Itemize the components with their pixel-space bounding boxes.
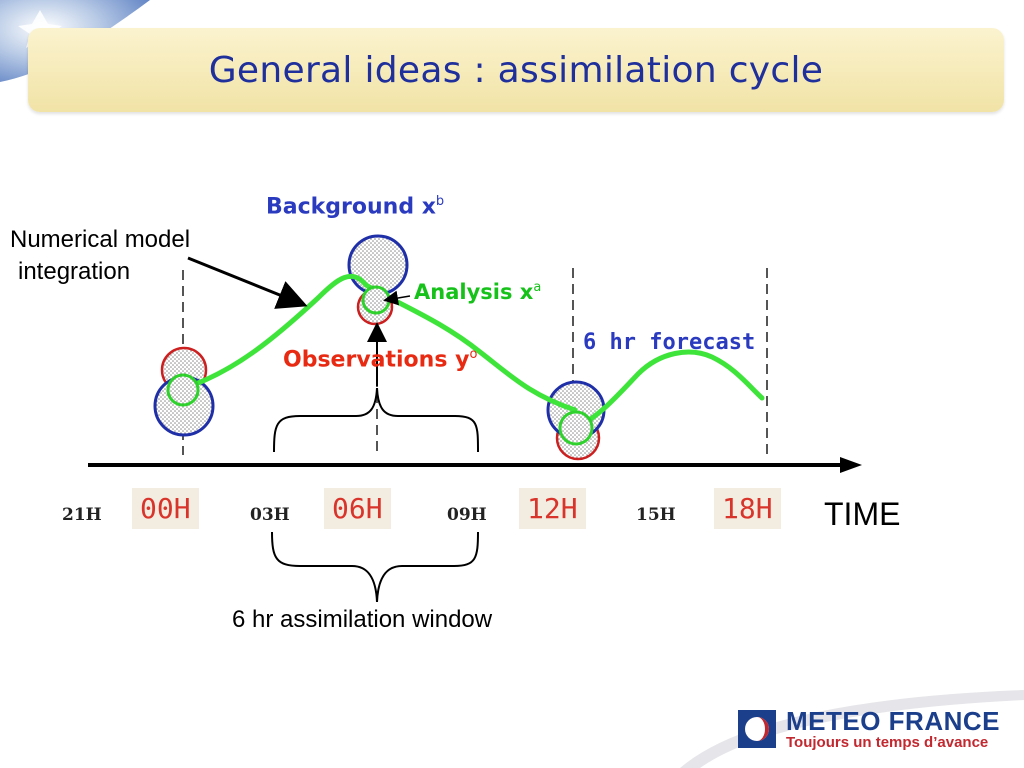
analysis-label-sup: a — [533, 280, 542, 295]
background-circle-06h — [347, 234, 409, 296]
observations-label-sup: o — [469, 347, 478, 362]
lower-brace — [271, 531, 479, 603]
numerical-model-line2: integration — [18, 258, 131, 285]
meteo-france-logo-icon — [738, 710, 776, 748]
observations-label-text: Observations y — [283, 347, 470, 373]
time-axis-arrowhead — [840, 457, 862, 473]
logo-name: METEO FRANCE — [786, 706, 1000, 736]
tick-21h: 21H — [62, 505, 102, 525]
tick-18h: 18H — [714, 488, 781, 529]
meteo-france-logo: METEO FRANCE Toujours un temps d’avance — [738, 706, 1000, 754]
tick-15h: 15H — [636, 505, 676, 525]
numerical-model-arrow — [187, 256, 308, 309]
analysis-circle-00h — [166, 373, 200, 407]
time-axis-label: TIME — [824, 496, 901, 532]
analysis-arrow — [383, 290, 411, 306]
observations-label: Observations yo — [283, 347, 477, 372]
tick-00h: 00H — [132, 488, 199, 529]
background-label-text: Background x — [266, 194, 436, 220]
slide-title: General ideas : assimilation cycle — [208, 49, 824, 91]
tick-12h: 12H — [519, 488, 586, 529]
numerical-model-label: Numerical model integration — [10, 224, 190, 288]
analysis-circle-12h — [558, 410, 594, 446]
background-label-sup: b — [435, 194, 445, 209]
analysis-label: Analysis xa — [414, 280, 541, 304]
tick-06h: 06H — [324, 488, 391, 529]
tick-03h: 03H — [250, 505, 290, 525]
tick-09h: 09H — [447, 505, 487, 525]
analysis-circle-06h — [361, 285, 391, 315]
numerical-model-line1: Numerical model — [10, 226, 191, 253]
analysis-label-text: Analysis x — [414, 280, 534, 304]
upper-brace — [273, 387, 479, 453]
title-bar — [28, 28, 1004, 112]
background-label: Background xb — [266, 194, 444, 219]
assimilation-window-label: 6 hr assimilation window — [232, 606, 493, 633]
forecast-label: 6 hr forecast — [583, 330, 756, 355]
logo-tagline: Toujours un temps d’avance — [786, 734, 989, 751]
